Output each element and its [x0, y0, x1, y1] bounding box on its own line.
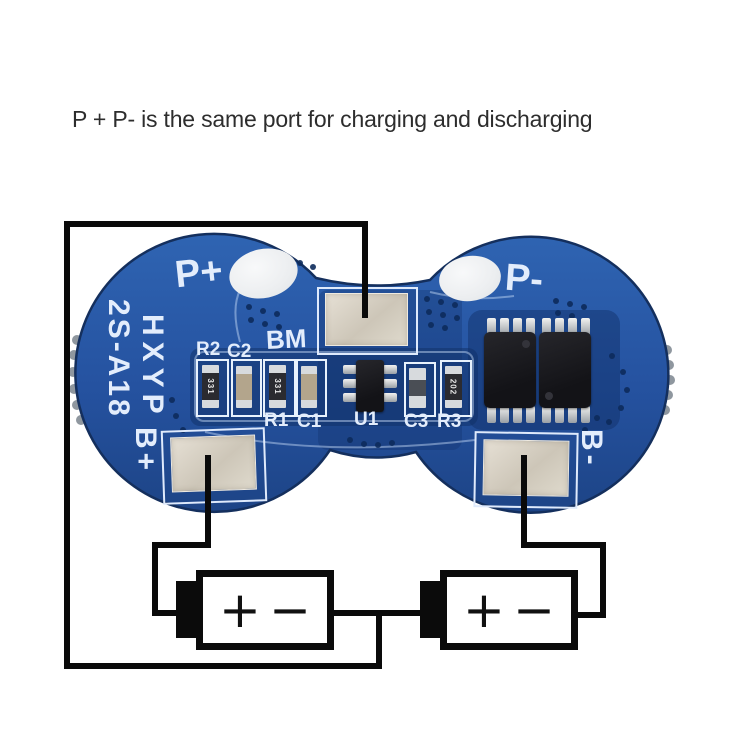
b-plus-label: B+	[129, 427, 162, 475]
mosfet1-leg	[526, 406, 535, 423]
resistor-r1-marking: 331	[273, 378, 282, 395]
resistor-r3: 202	[445, 366, 462, 408]
mosfet1-leg	[500, 318, 509, 335]
battery-cell-2: + −	[440, 570, 578, 650]
c1-label: C1	[297, 411, 322, 432]
capacitor-c3-box	[404, 362, 436, 417]
capacitor-c1	[301, 366, 317, 408]
via-dots	[169, 260, 630, 448]
mosfet1-leg	[487, 318, 496, 335]
mosfet1-leg	[487, 406, 496, 423]
u1-leg	[383, 365, 397, 374]
cell2-minus-sign: −	[513, 581, 555, 639]
bm-wire-pad-drop	[362, 221, 368, 318]
bm-label: BM	[265, 322, 308, 356]
resistor-r2-box	[196, 359, 229, 417]
c3-label: C3	[404, 411, 429, 432]
resistor-r3-marking: 202	[449, 378, 458, 396]
mosfet1-leg	[500, 406, 509, 423]
capacitor-c2-box	[231, 359, 262, 417]
capacitor-c1-box	[296, 359, 327, 417]
u1-ic-chip	[356, 360, 384, 412]
mosfet2-leg	[568, 318, 577, 335]
b-minus-wire-h2	[575, 612, 606, 618]
mosfet2-leg	[568, 406, 577, 423]
p-minus-label: P-	[503, 256, 545, 302]
mosfet2-leg	[555, 318, 564, 335]
b-plus-wire-h2	[152, 610, 184, 616]
part-number-label: 2S-A18	[102, 299, 135, 419]
r2-label: R2	[196, 339, 221, 360]
b-plus-wire-drop	[205, 455, 211, 548]
r3-label: R3	[437, 411, 462, 432]
cell1-minus-sign: −	[269, 581, 311, 639]
mosfet1-leg	[513, 318, 522, 335]
u1-leg	[383, 393, 397, 402]
cell2-positive-terminal	[420, 581, 442, 638]
b-minus-wire-v2	[600, 542, 606, 618]
b-plus-wire-h1	[152, 542, 211, 548]
mosfet1-leg	[513, 406, 522, 423]
cells-junction-wire	[332, 610, 424, 616]
b-minus-wire-drop	[521, 455, 527, 548]
resistor-r1: 331	[269, 365, 286, 408]
battery-cell-1: + −	[196, 570, 334, 650]
bm-wire-junction-vertical	[376, 612, 382, 669]
u1-leg	[343, 379, 357, 388]
c2-label: C2	[227, 341, 252, 362]
u1-leg	[343, 365, 357, 374]
u1-label: U1	[354, 409, 379, 430]
r1-label: R1	[264, 410, 289, 431]
u1-leg	[383, 379, 397, 388]
b-plus-pad	[170, 434, 257, 493]
mosfet2-leg	[542, 318, 551, 335]
mosfet2-leg	[581, 406, 590, 423]
b-minus-label: B-	[575, 429, 608, 469]
u1-leg	[343, 393, 357, 402]
resistor-r3-box	[440, 360, 472, 417]
p-plus-label: P+	[172, 249, 225, 297]
cell1-plus-sign: +	[219, 581, 261, 639]
resistor-r2-marking: 331	[206, 378, 215, 395]
b-minus-wire-h1	[521, 542, 606, 548]
cell2-plus-sign: +	[463, 581, 505, 639]
brand-label: HXYP	[136, 314, 169, 420]
resistor-r1-box	[263, 359, 296, 417]
bm-wire-top-horizontal	[64, 221, 368, 227]
b-plus-wire-v2	[152, 542, 158, 616]
caption-text: P + P- is the same port for charging and…	[72, 106, 593, 132]
mosfet2-leg	[542, 406, 551, 423]
cell1-positive-terminal	[176, 581, 198, 638]
mosfet2-leg	[581, 318, 590, 335]
mosfet2-pin1-dot	[545, 392, 553, 400]
capacitor-c2	[236, 366, 252, 408]
capacitor-c3	[409, 368, 426, 408]
mosfet2-leg	[555, 406, 564, 423]
bm-wire-bottom-horizontal	[64, 663, 382, 669]
mosfet1-leg	[526, 318, 535, 335]
bm-wire-left-vertical	[64, 221, 70, 669]
mosfet1-pin1-dot	[522, 340, 530, 348]
resistor-r2: 331	[202, 365, 219, 408]
